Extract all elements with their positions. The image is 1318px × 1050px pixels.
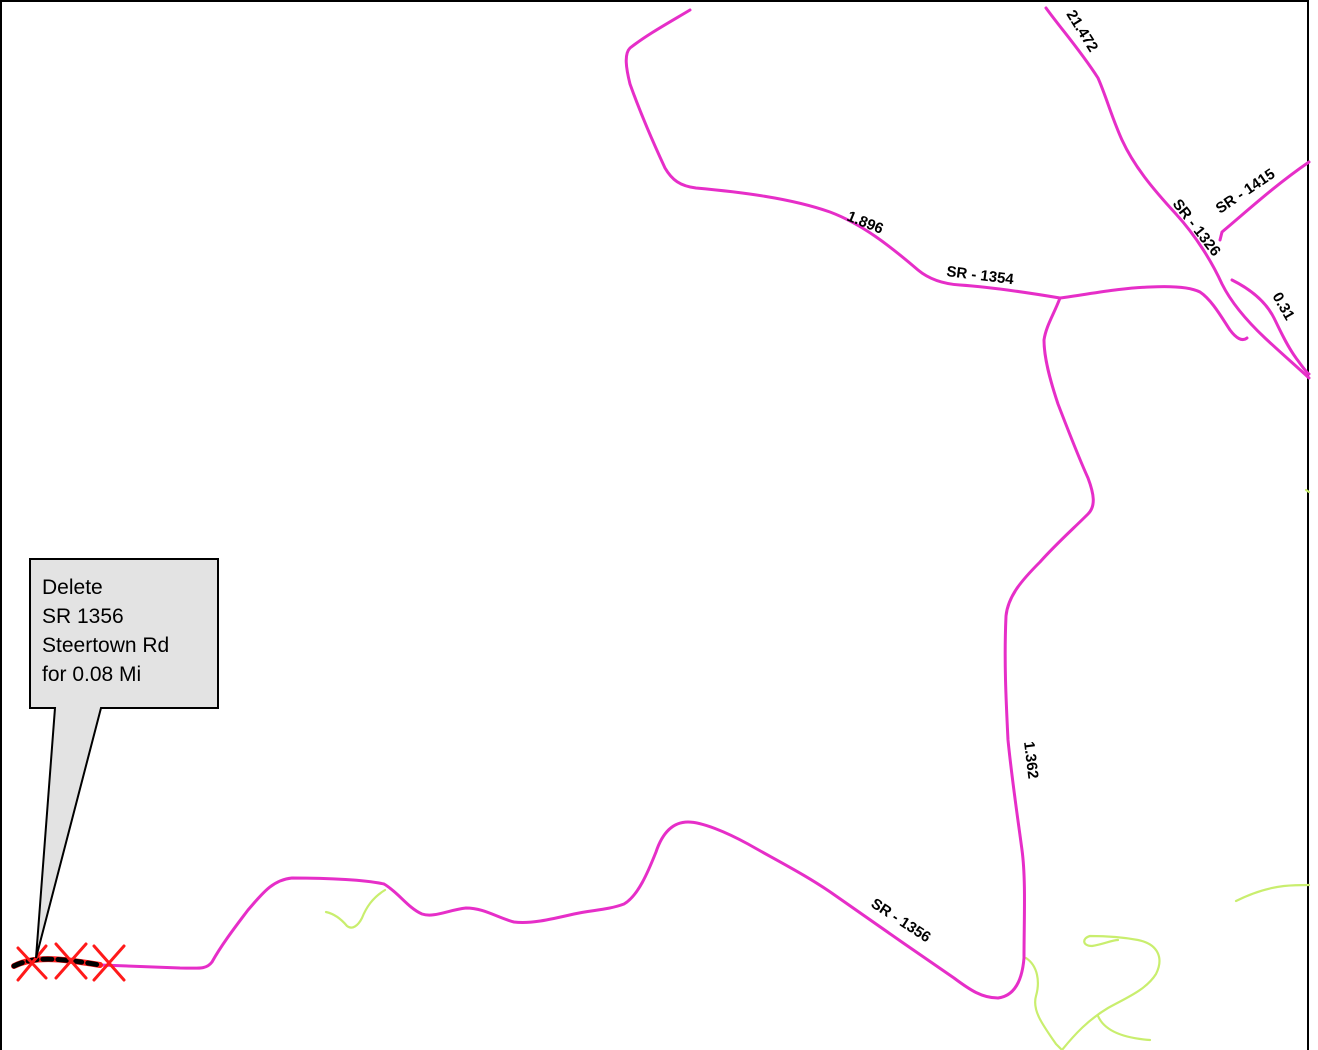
minor-road-segment — [324, 888, 387, 929]
minor-road-segment — [1060, 934, 1161, 1050]
road-segment-sr-1354-north — [624, 8, 1062, 300]
minor-road-segment — [1304, 488, 1311, 494]
road-segment-spur-0-31 — [1230, 278, 1311, 376]
road-segment-sr-1356 — [98, 820, 1000, 1000]
road-segment-sr-1326 — [1044, 6, 1311, 380]
label-mile-1-896: 1.896 — [845, 208, 886, 238]
minor-road-segment — [1024, 956, 1064, 1050]
minor-road-segment — [1096, 1014, 1152, 1042]
callout-line-route: SR 1356 — [42, 605, 124, 628]
deleted-segment-dash — [11, 956, 103, 969]
label-mile-1-362: 1.362 — [1020, 740, 1041, 779]
x-mark-icon — [92, 944, 126, 982]
minor-roads — [324, 488, 1311, 1050]
label-sr-1356: SR - 1356 — [868, 895, 934, 946]
road-segment-sr-1415 — [1218, 160, 1311, 242]
road-segment-sr-1354-east — [1058, 285, 1249, 342]
x-mark-icon — [16, 944, 48, 982]
label-mile-21-472: 21.472 — [1063, 7, 1102, 55]
road-segment-sr-1362 — [996, 296, 1095, 1000]
callout-line-delete: Delete — [42, 576, 103, 599]
deleted-road-segment[interactable] — [11, 942, 126, 982]
minor-road-segment — [1234, 883, 1311, 903]
primary-roads — [98, 6, 1311, 1000]
callout-box — [29, 558, 219, 959]
callout-line-length: for 0.08 Mi — [42, 663, 141, 686]
delete-callout: Delete SR 1356 Steertown Rd for 0.08 Mi — [29, 558, 219, 959]
callout-line-road-name: Steertown Rd — [42, 634, 169, 657]
x-mark-icon — [54, 942, 88, 980]
